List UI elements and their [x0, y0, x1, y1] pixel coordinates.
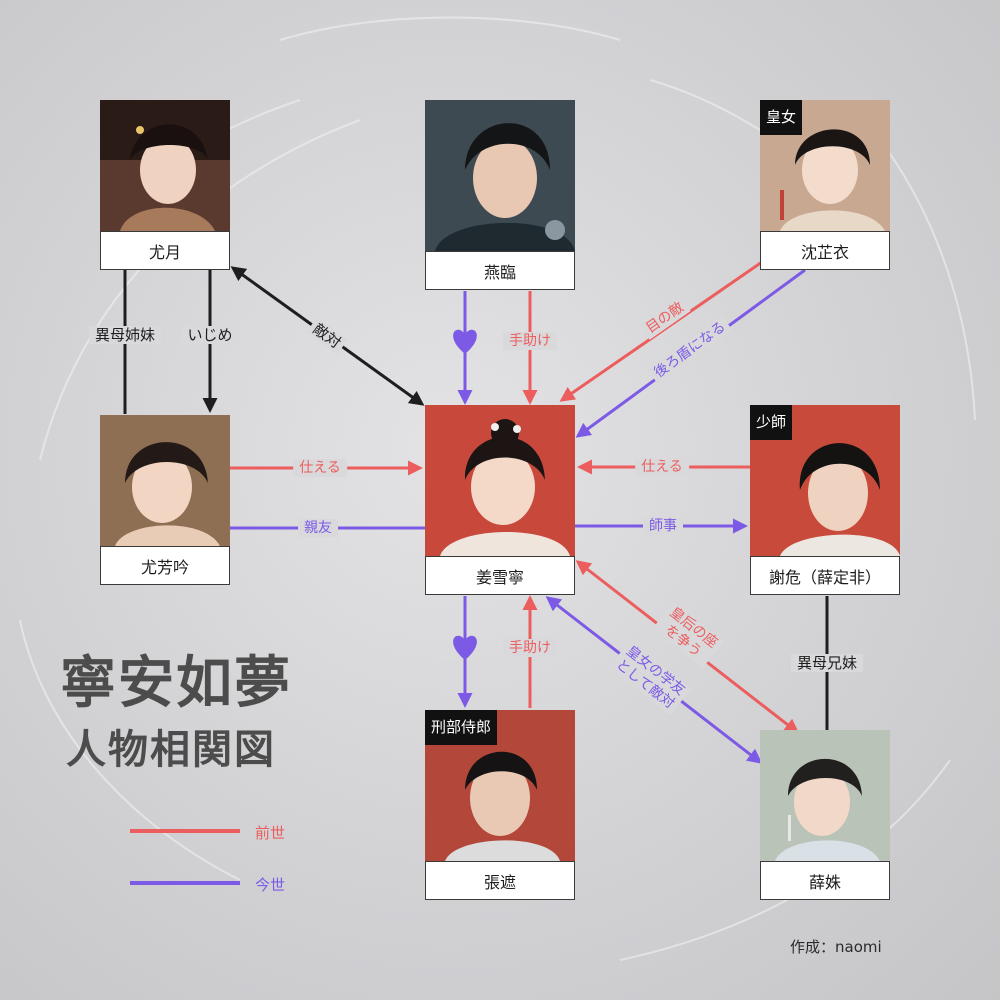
character-name-zhangzhe: 張遮	[425, 861, 575, 900]
character-card-shenzhiyi[interactable]: 皇女 沈芷衣	[760, 100, 890, 270]
legend-label-past: 前世	[255, 824, 286, 842]
character-card-zhangzhe[interactable]: 刑部侍郎 張遮	[425, 710, 575, 900]
character-tag-shenzhiyi: 皇女	[760, 100, 803, 135]
character-name-shenzhiyi: 沈芷衣	[760, 231, 890, 270]
character-tag-zhangzhe: 刑部侍郎	[425, 710, 498, 745]
character-card-xiewei[interactable]: 少師 謝危（薛定非）	[750, 405, 900, 595]
character-card-xueshu[interactable]: 薛姝	[760, 730, 890, 900]
edge-label-bully: いじめ	[181, 326, 239, 344]
character-name-youyue: 尤月	[100, 231, 230, 270]
edge-label-halfsiblings: 異母兄妹	[790, 654, 864, 672]
character-card-youyue[interactable]: 尤月	[100, 100, 230, 270]
heart-icon	[453, 329, 477, 354]
edge-label-yanlin-help: 手助け	[503, 332, 557, 350]
edge-label-zhangzhe-help: 手助け	[503, 639, 557, 657]
character-name-youfangyin: 尤芳吟	[100, 546, 230, 585]
heart-icon	[453, 635, 477, 660]
character-card-yanlin[interactable]: 燕臨	[425, 100, 575, 290]
page-subtitle: 人物相関図	[66, 726, 276, 773]
portrait-yanlin	[425, 100, 575, 251]
edge-label-friend: 親友	[298, 519, 338, 537]
character-card-youfangyin[interactable]: 尤芳吟	[100, 415, 230, 585]
legend-label-present: 今世	[255, 876, 286, 894]
character-name-xiewei: 謝危（薛定非）	[750, 556, 900, 595]
edge-label-halfsisters: 異母姉妹	[88, 326, 162, 344]
character-name-jiangxuening: 姜雪寧	[425, 556, 575, 595]
portrait-youfangyin	[100, 415, 230, 546]
edge-label-fangyin-serve: 仕える	[293, 459, 347, 477]
character-name-xueshu: 薛姝	[760, 861, 890, 900]
credit: 作成：naomi	[790, 938, 882, 956]
character-tag-xiewei: 少師	[750, 405, 793, 440]
page-title: 寧安如夢	[60, 650, 292, 716]
portrait-jiangxuening	[425, 405, 575, 556]
character-name-yanlin: 燕臨	[425, 251, 575, 290]
portrait-xueshu	[760, 730, 890, 861]
edge-label-xiewei-serve: 仕える	[635, 458, 689, 476]
edge-label-study: 師事	[643, 517, 683, 535]
character-card-jiangxuening[interactable]: 姜雪寧	[425, 405, 575, 595]
portrait-youyue	[100, 100, 230, 231]
